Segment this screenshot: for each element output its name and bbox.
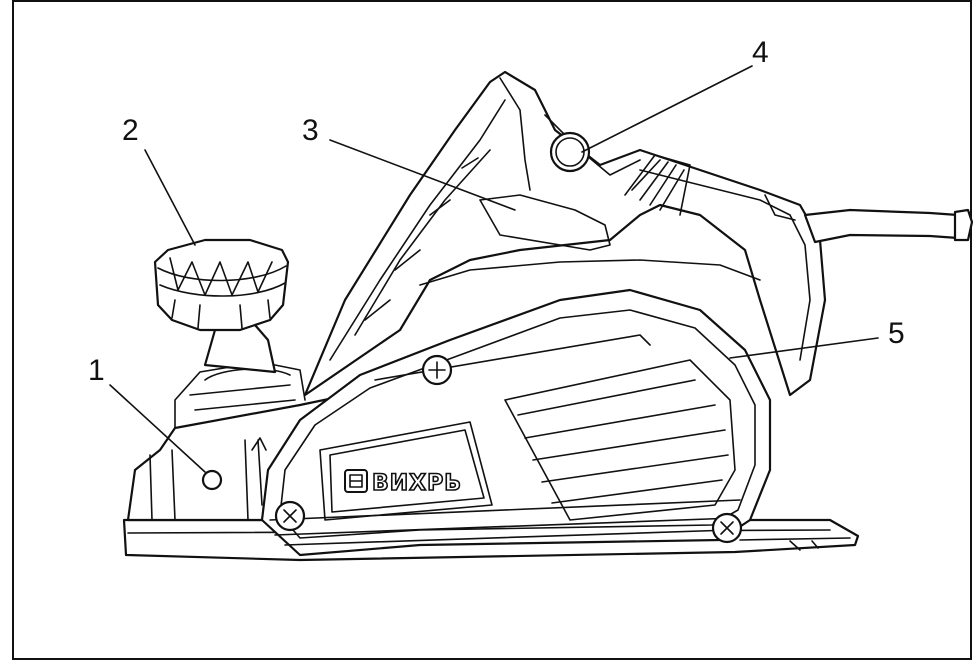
brand-text: ВИХРЬ [372,471,462,496]
callout-leaders [109,65,879,473]
depth-scale-hole [201,469,223,491]
rear-handle [303,70,827,397]
cover-screw-right [711,512,743,544]
cover-screw-left [274,500,306,532]
callout-4: 4 [752,36,769,69]
brand-logo: ВИХРЬ [344,469,462,497]
callout-2: 2 [122,114,139,147]
depth-adjustment-knob [153,238,290,374]
power-cord [803,208,973,244]
belt-cover [251,288,772,557]
callout-5: 5 [888,317,905,350]
cover-screw-top [421,354,453,386]
callout-1: 1 [88,354,105,387]
lock-button [549,131,591,173]
callout-3: 3 [302,114,319,147]
